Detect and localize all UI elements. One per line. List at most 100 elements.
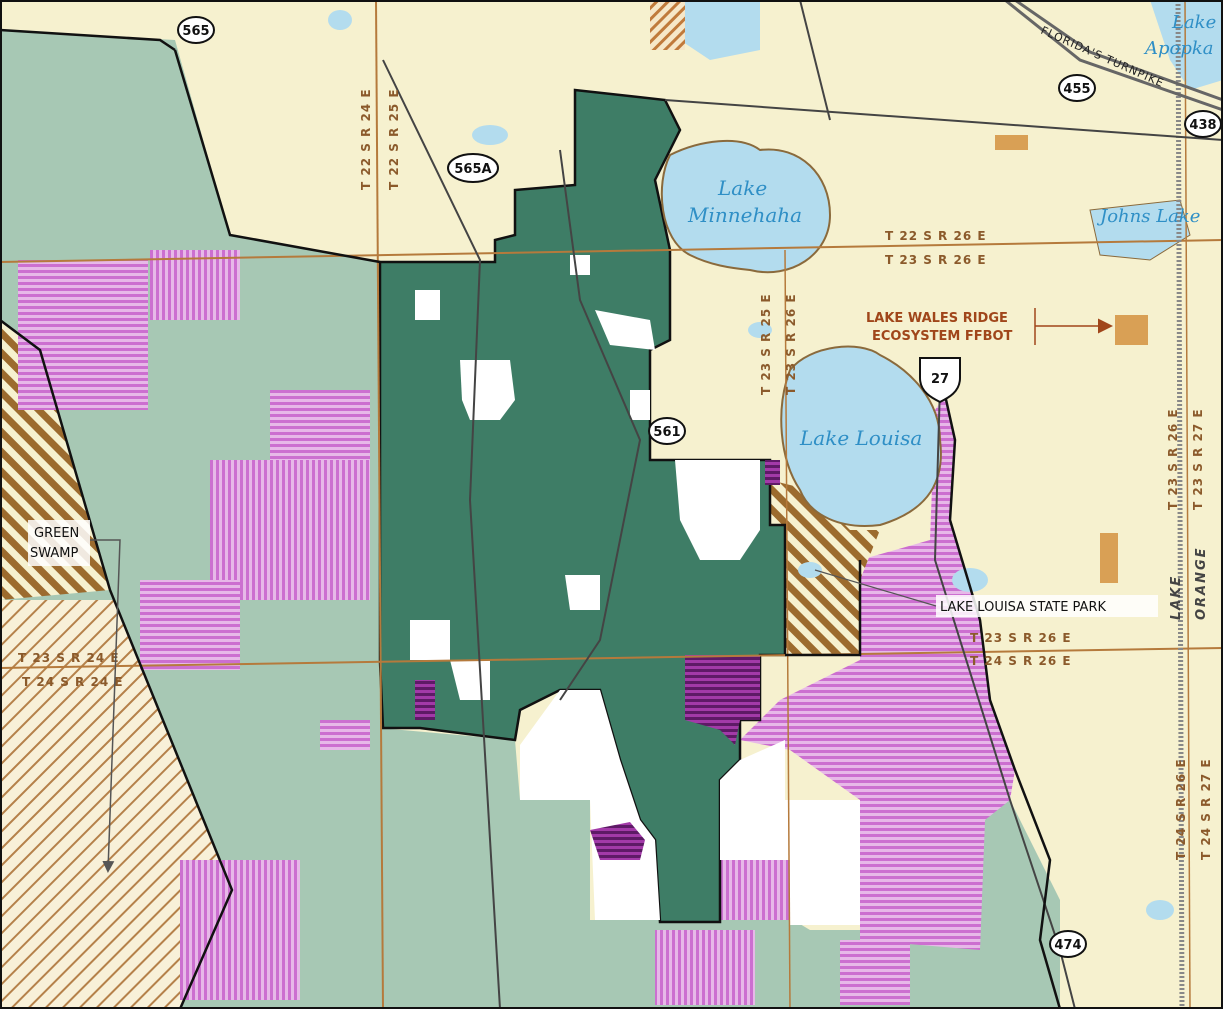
turnpike-road <box>1004 0 1223 112</box>
turnpike-road <box>1014 0 1223 102</box>
label-green-swamp-2: SWAMP <box>30 546 79 561</box>
shield-565: 565 <box>177 16 215 44</box>
boundary <box>943 394 1062 1009</box>
ffbot-parcel <box>995 135 1028 150</box>
purple-parcel <box>685 655 760 745</box>
label-lake-minnehaha-2: Minnehaha <box>687 203 802 227</box>
grid-label: T 24 S R 24 E <box>22 675 124 689</box>
grid-label: T 23 S R 26 E <box>970 631 1072 645</box>
boundary <box>0 28 176 52</box>
svg-text:561: 561 <box>653 425 680 440</box>
grid-label: T 23 S R 26 E <box>784 293 798 395</box>
label-johns-lake: Johns Lake <box>1096 206 1200 227</box>
range-line <box>375 0 384 1009</box>
svg-text:455: 455 <box>1063 82 1090 97</box>
shield-561: 561 <box>648 417 686 445</box>
inholding <box>595 310 655 350</box>
hatch-block <box>210 460 370 600</box>
hatch-block <box>18 260 148 410</box>
road <box>664 99 1223 141</box>
pond <box>748 322 772 338</box>
pond <box>1146 900 1174 920</box>
sage-region <box>0 30 1060 1009</box>
purple-parcel <box>590 822 645 860</box>
callout-leader-state-park <box>814 569 937 607</box>
county-label-orange: ORANGE <box>1194 546 1209 620</box>
purple-parcel <box>765 460 780 485</box>
township-line <box>0 647 1223 669</box>
county-label-lake: LAKE <box>1169 575 1184 620</box>
svg-text:438: 438 <box>1189 118 1216 133</box>
range-line <box>784 249 791 1009</box>
label-lake-apopka-2: Apopka <box>1143 38 1214 59</box>
township-line <box>0 239 1223 263</box>
hatch-block <box>150 250 240 320</box>
grid-label: T 23 S R 27 E <box>1191 408 1205 510</box>
ffbot-parcel <box>1115 315 1148 345</box>
lake-north <box>670 0 760 60</box>
inholding <box>570 255 590 275</box>
pond <box>328 10 352 30</box>
road <box>933 384 1076 1009</box>
inholding <box>460 360 515 420</box>
brown-hatch-louisa <box>770 480 880 655</box>
pond <box>952 568 988 592</box>
boundary <box>173 49 381 264</box>
private-land-south <box>720 740 860 925</box>
hatch-block <box>720 860 790 920</box>
callout-box-state-park <box>936 595 1158 617</box>
road <box>799 0 831 121</box>
magenta-region-east <box>740 395 1015 950</box>
inholding <box>410 620 450 660</box>
label-lake-apopka-1: Lake <box>1171 12 1216 33</box>
label-lake-louisa: Lake Louisa <box>799 426 922 450</box>
hatch-block <box>180 860 300 1000</box>
label-ffbot-1: LAKE WALES RIDGE <box>866 311 1008 326</box>
county-line <box>1175 0 1185 1009</box>
label-lake-minnehaha-1: Lake <box>717 176 767 200</box>
pond <box>472 125 508 145</box>
svg-text:27: 27 <box>931 372 949 387</box>
private-land-south <box>520 690 660 920</box>
boundary <box>785 560 862 657</box>
grid-label: T 23 S R 25 E <box>759 293 773 395</box>
svg-text:565A: 565A <box>454 162 491 177</box>
range-line <box>1184 0 1191 1009</box>
grid-label: T 22 S R 24 E <box>359 88 373 190</box>
johns-lake <box>1089 199 1191 261</box>
shield-565a: 565A <box>447 153 499 183</box>
shield-us27: 27 <box>919 357 961 404</box>
hatched-parcel <box>650 0 685 50</box>
lake-louisa <box>780 345 942 527</box>
grid-label: T 23 S R 26 E <box>1166 408 1180 510</box>
pond <box>798 562 822 578</box>
label-state-park: LAKE LOUISA STATE PARK <box>940 600 1106 615</box>
road <box>559 149 642 701</box>
svg-text:474: 474 <box>1054 938 1081 953</box>
grid-label: T 23 S R 26 E <box>885 253 987 267</box>
label-green-swamp-1: GREEN <box>34 526 79 541</box>
boundary <box>0 319 234 1009</box>
brown-thin-hatch-southwest <box>0 600 232 1009</box>
hatch-block <box>270 390 370 465</box>
inholding <box>675 460 760 560</box>
grid-label: T 22 S R 26 E <box>885 229 987 243</box>
grid-label: T 23 S R 24 E <box>18 651 120 665</box>
hatch-block <box>840 940 910 1005</box>
shield-474: 474 <box>1049 930 1087 958</box>
shield-455: 455 <box>1058 74 1096 102</box>
hatch-block <box>320 720 370 750</box>
callout-box-green-swamp <box>28 520 90 566</box>
lake-apopka <box>1150 0 1223 90</box>
hatch-block <box>655 930 755 1005</box>
svg-text:565: 565 <box>182 24 209 39</box>
road <box>382 59 501 1009</box>
inholding <box>415 290 440 320</box>
grid-label: T 24 S R 27 E <box>1199 758 1213 860</box>
label-ffbot-2: ECOSYSTEM FFBOT <box>872 329 1013 344</box>
grid-label: T 24 S R 26 E <box>1174 758 1188 860</box>
grid-label: T 24 S R 26 E <box>970 654 1072 668</box>
lake-minnehaha <box>660 139 832 274</box>
ffbot-parcel <box>1100 533 1118 583</box>
